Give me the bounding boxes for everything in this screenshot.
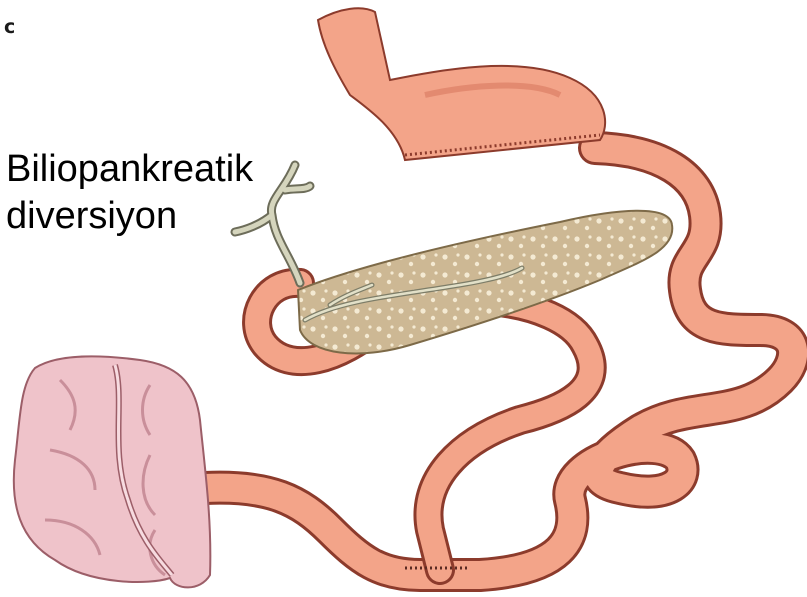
panel-letter: c <box>4 16 15 38</box>
stomach-pouch <box>318 8 605 160</box>
colon <box>14 356 211 587</box>
caption-line-2: diversiyon <box>6 193 253 240</box>
diagram-caption: Biliopankreatik diversiyon <box>6 146 253 240</box>
caption-line-1: Biliopankreatik <box>6 146 253 193</box>
